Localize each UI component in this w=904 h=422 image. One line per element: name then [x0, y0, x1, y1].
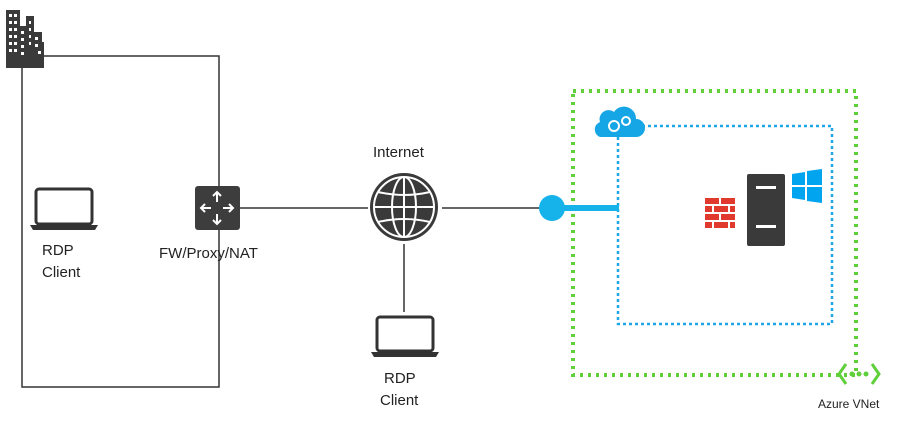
server-icon: [747, 174, 785, 246]
router-icon: [195, 186, 240, 230]
on-premises-boundary: [21, 55, 220, 388]
azure-vnet-label: Azure VNet: [818, 397, 880, 411]
office-building-icon: [6, 10, 44, 68]
laptop-icon: [371, 315, 439, 357]
cloud-service-boundary: [616, 124, 834, 326]
left-client-label-line1: RDP: [42, 242, 74, 259]
left-client-label-line2: Client: [42, 264, 81, 281]
globe-icon: [370, 173, 438, 241]
brick-firewall-icon: [705, 198, 735, 228]
cloud-gears-icon: [594, 106, 645, 137]
laptop-icon: [30, 187, 98, 230]
endpoint-icon: [539, 195, 565, 221]
bottom-client-label-line1: RDP: [384, 370, 416, 387]
internet-label: Internet: [373, 144, 425, 161]
bottom-client-label-line2: Client: [380, 392, 419, 409]
windows-logo-icon: [792, 169, 822, 203]
vnet-icon: [837, 363, 881, 385]
vnet-boundary: [571, 89, 858, 377]
firewall-label: FW/Proxy/NAT: [159, 245, 258, 262]
